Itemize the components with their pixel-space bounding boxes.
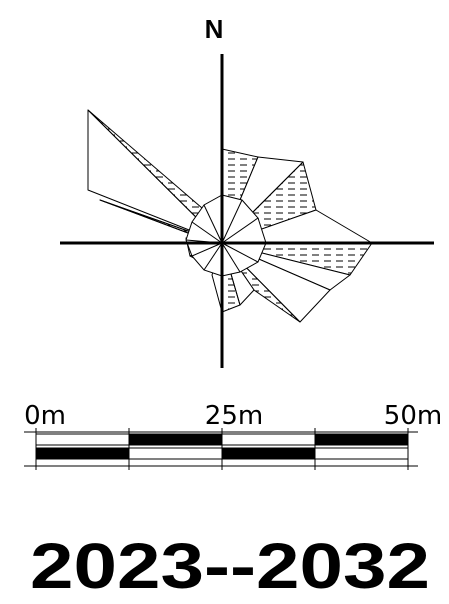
scale-bar: 0m 25m 50m [24,401,442,470]
scale-seg-bottom-2 [128,447,223,460]
scale-seg-top-2 [128,433,223,446]
scale-label-50: 50m [384,401,442,431]
compass-axes [60,54,434,368]
scale-label-25: 25m [205,401,263,431]
scale-seg-top-4 [314,433,409,446]
scale-seg-top-1 [35,433,130,446]
scale-seg-bottom-3 [221,447,316,460]
scale-seg-top-3 [221,433,316,446]
scale-label-0: 0m [24,401,66,431]
period-label: 2023--2032 [30,530,430,602]
scale-seg-bottom-1 [35,447,130,460]
scale-seg-bottom-4 [314,447,409,460]
north-label: N [205,14,224,44]
